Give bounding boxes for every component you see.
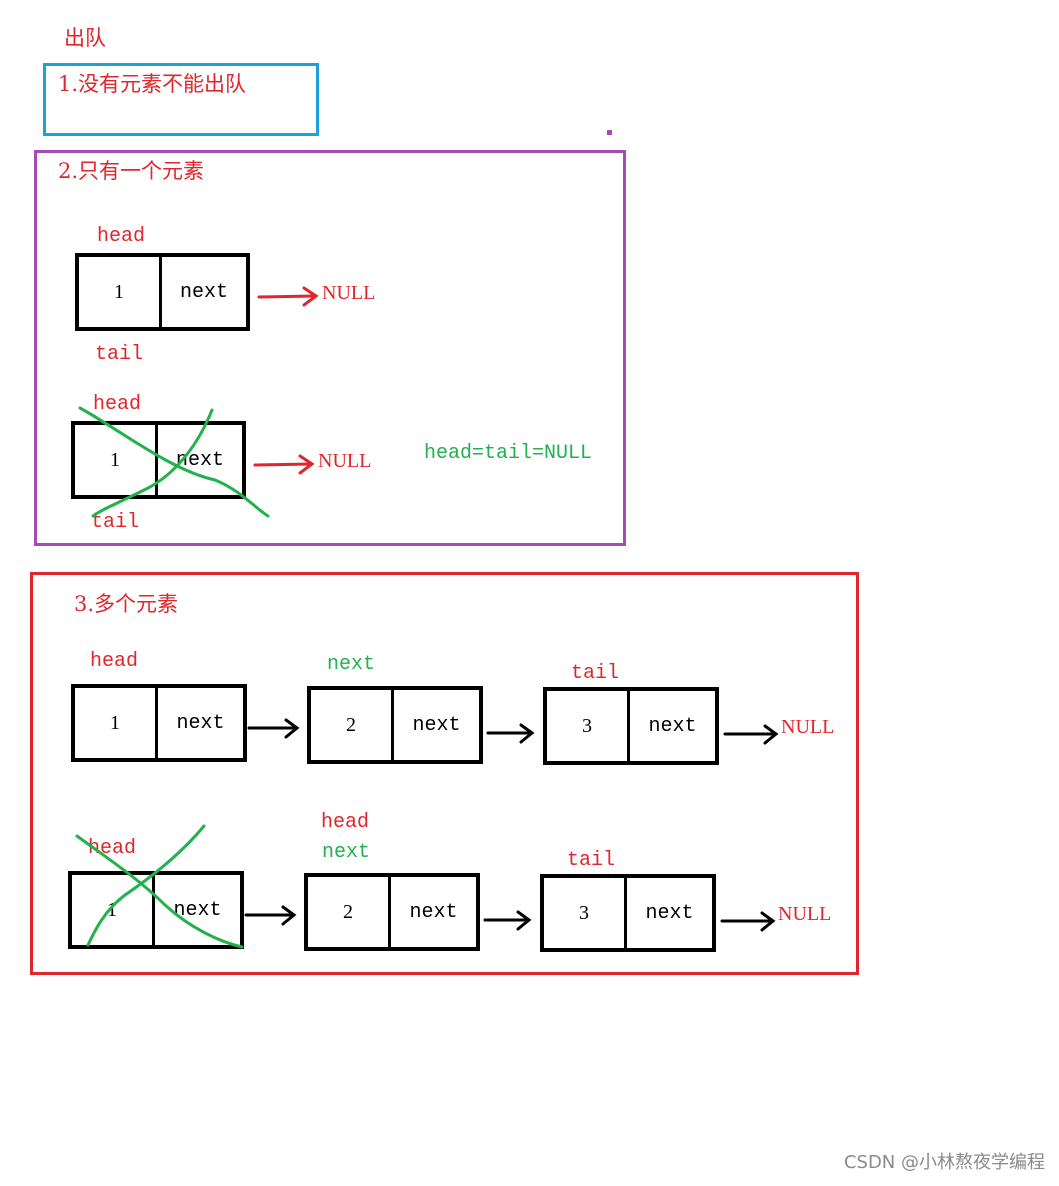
- case3-after-node-2: 2 next: [304, 873, 480, 951]
- page-title: 出队: [64, 26, 106, 50]
- case2-after-node: 1 next: [71, 421, 246, 499]
- node-value: 2: [311, 690, 394, 760]
- node-next: next: [173, 898, 222, 922]
- case2-frame: [34, 150, 626, 546]
- node-next: next: [176, 711, 225, 735]
- case3-before-next-label: next: [327, 653, 376, 676]
- case2-note: head=tail=NULL: [424, 442, 593, 465]
- case3-after-null: NULL: [778, 903, 832, 925]
- case3-after-head-new-label: head: [321, 811, 370, 834]
- case3-after-tail-label: tail: [567, 849, 616, 872]
- case3-before-head-label: head: [90, 650, 139, 673]
- case2-after-tail-label: tail: [91, 511, 140, 534]
- case2-before-node: 1 next: [75, 253, 250, 331]
- node-next: next: [179, 280, 228, 304]
- stray-dot: [607, 130, 612, 135]
- case2-title: 2.只有一个元素: [58, 159, 205, 183]
- node-value: 1: [75, 425, 158, 495]
- case3-after-next-label: next: [322, 841, 371, 864]
- case3-before-null: NULL: [781, 716, 835, 738]
- case3-title: 3.多个元素: [74, 592, 179, 616]
- node-next: next: [645, 901, 694, 925]
- case2-after-null: NULL: [318, 450, 372, 472]
- case1-title: 1.没有元素不能出队: [58, 72, 247, 96]
- case3-before-node-2: 2 next: [307, 686, 483, 764]
- case3-after-head-old-label: head: [88, 837, 137, 860]
- node-next: next: [409, 900, 458, 924]
- node-next: next: [175, 448, 224, 472]
- node-next: next: [648, 714, 697, 738]
- node-value: 3: [544, 878, 627, 948]
- case3-after-node-1: 1 next: [68, 871, 244, 949]
- case3-before-node-3: 3 next: [543, 687, 719, 765]
- watermark: CSDN @小林熬夜学编程: [843, 1152, 1045, 1173]
- node-value: 2: [308, 877, 391, 947]
- case3-frame: [30, 572, 859, 975]
- case2-before-null: NULL: [322, 282, 376, 304]
- node-value: 1: [72, 875, 155, 945]
- case3-before-node-1: 1 next: [71, 684, 247, 762]
- case3-before-tail-label: tail: [571, 662, 620, 685]
- case1-frame: [43, 63, 319, 136]
- case2-before-tail-label: tail: [95, 343, 144, 366]
- node-value: 3: [547, 691, 630, 761]
- case2-after-head-label: head: [93, 393, 142, 416]
- node-value: 1: [79, 257, 162, 327]
- node-next: next: [412, 713, 461, 737]
- node-value: 1: [75, 688, 158, 758]
- case2-before-head-label: head: [97, 225, 146, 248]
- case3-after-node-3: 3 next: [540, 874, 716, 952]
